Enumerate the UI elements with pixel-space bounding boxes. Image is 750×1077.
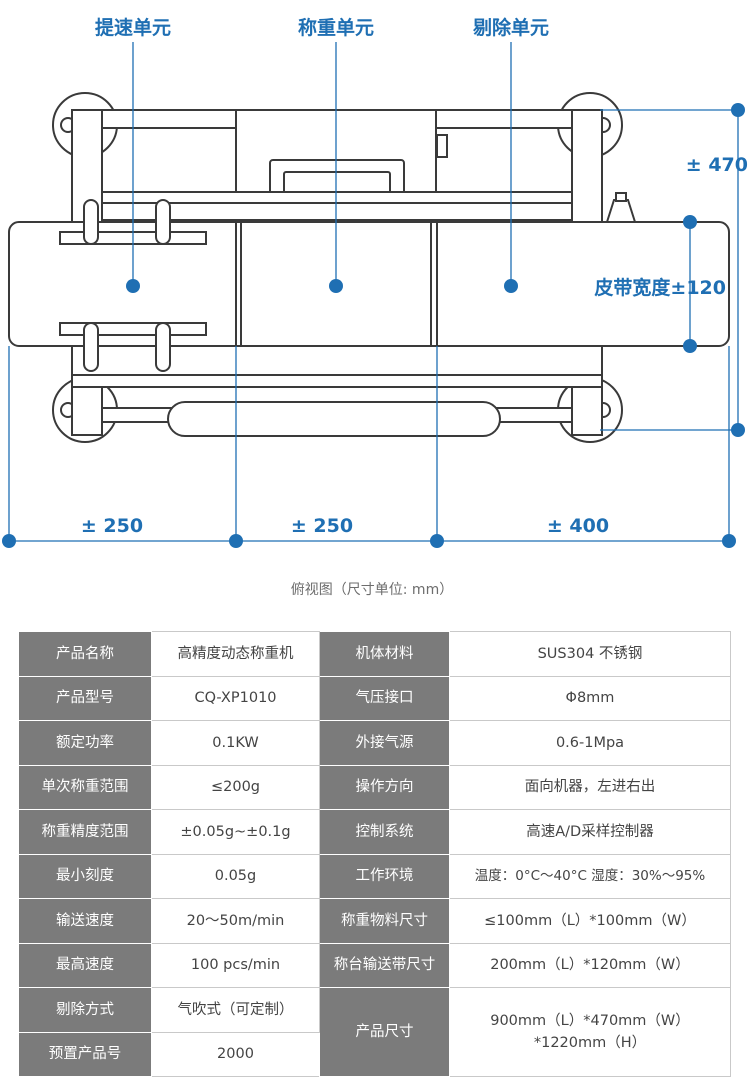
spec-row: 最小刻度 0.05g 工作环境 温度：0°C～40°C 湿度：30%～95% <box>18 853 731 899</box>
spec-value: ±0.05g~±0.1g <box>151 809 320 855</box>
spec-row: 额定功率 0.1KW 外接气源 0.6-1Mpa <box>18 720 731 766</box>
spec-value: 900mm（L）*470mm（W）*1220mm（H） <box>449 987 731 1077</box>
spec-label: 称重精度范围 <box>18 809 152 855</box>
spec-value: 100 pcs/min <box>151 942 320 988</box>
spec-label: 机体材料 <box>319 631 450 677</box>
spec-value: 200mm（L）*120mm（W） <box>449 942 731 988</box>
spec-row: 最高速度 100 pcs/min 称台输送带尺寸 200mm（L）*120mm（… <box>18 942 731 988</box>
spec-value: 0.1KW <box>151 720 320 766</box>
dim-belt-width-label: 皮带宽度±120 <box>594 276 726 299</box>
spec-value: 0.05g <box>151 853 320 899</box>
spec-value: 面向机器，左进右出 <box>449 764 731 810</box>
diagram-caption: 俯视图（尺寸单位: mm） <box>291 582 453 598</box>
spec-value: 温度：0°C～40°C 湿度：30%～95% <box>449 853 731 899</box>
spec-label: 称台输送带尺寸 <box>319 942 450 988</box>
spec-label: 操作方向 <box>319 764 450 810</box>
spec-label: 控制系统 <box>319 809 450 855</box>
spec-label: 单次称重范围 <box>18 764 152 810</box>
spec-value: 0.6-1Mpa <box>449 720 731 766</box>
spec-row: 单次称重范围 ≤200g 操作方向 面向机器，左进右出 <box>18 764 731 810</box>
spec-label: 产品名称 <box>18 631 152 677</box>
spec-label: 气压接口 <box>319 675 450 721</box>
spec-label: 产品型号 <box>18 675 152 721</box>
spec-row: 剔除方式 气吹式（可定制） 产品尺寸 900mm（L）*470mm（W）*122… <box>18 987 731 1077</box>
spec-label: 产品尺寸 <box>319 987 450 1077</box>
spec-value: 高精度动态称重机 <box>151 631 320 677</box>
dim-width-right-label: ± 400 <box>547 515 609 537</box>
spec-label: 输送速度 <box>18 898 152 944</box>
callout-speed-unit: 提速单元 <box>95 16 171 39</box>
spec-row: 预置产品号 2000 <box>18 1031 731 1077</box>
spec-value: Φ8mm <box>449 675 731 721</box>
spec-label: 预置产品号 <box>18 1031 152 1077</box>
spec-row: 产品型号 CQ-XP1010 气压接口 Φ8mm <box>18 675 731 721</box>
spec-table: 产品名称 高精度动态称重机 机体材料 SUS304 不锈钢 产品型号 CQ-XP… <box>18 631 731 1077</box>
spec-value: 20～50m/min <box>151 898 320 944</box>
dim-width-mid-label: ± 250 <box>291 515 353 537</box>
spec-label: 工作环境 <box>319 853 450 899</box>
spec-value: CQ-XP1010 <box>151 675 320 721</box>
callout-weighing-unit: 称重单元 <box>298 16 374 39</box>
spec-value: SUS304 不锈钢 <box>449 631 731 677</box>
spec-value: ≤200g <box>151 764 320 810</box>
callout-reject-unit: 剔除单元 <box>472 16 549 39</box>
dim-width-left-label: ± 250 <box>81 515 143 537</box>
spec-value: 高速A/D采样控制器 <box>449 809 731 855</box>
spec-row: 输送速度 20～50m/min 称重物料尺寸 ≤100mm（L）*100mm（W… <box>18 898 731 944</box>
spec-value: ≤100mm（L）*100mm（W） <box>449 898 731 944</box>
spec-value: 气吹式（可定制） <box>151 987 320 1033</box>
spec-row: 称重精度范围 ±0.05g~±0.1g 控制系统 高速A/D采样控制器 <box>18 809 731 855</box>
spec-label: 最高速度 <box>18 942 152 988</box>
spec-label: 称重物料尺寸 <box>319 898 450 944</box>
spec-value: 2000 <box>151 1031 320 1077</box>
spec-label: 最小刻度 <box>18 853 152 899</box>
dim-height-label: ± 470 <box>686 154 748 176</box>
spec-label: 额定功率 <box>18 720 152 766</box>
top-view-diagram: 提速单元 称重单元 剔除单元 ± 470 皮带宽度±120 ± 250 ± 25… <box>2 16 748 598</box>
spec-row: 产品名称 高精度动态称重机 机体材料 SUS304 不锈钢 <box>18 631 731 677</box>
spec-label: 外接气源 <box>319 720 450 766</box>
spec-label: 剔除方式 <box>18 987 152 1033</box>
